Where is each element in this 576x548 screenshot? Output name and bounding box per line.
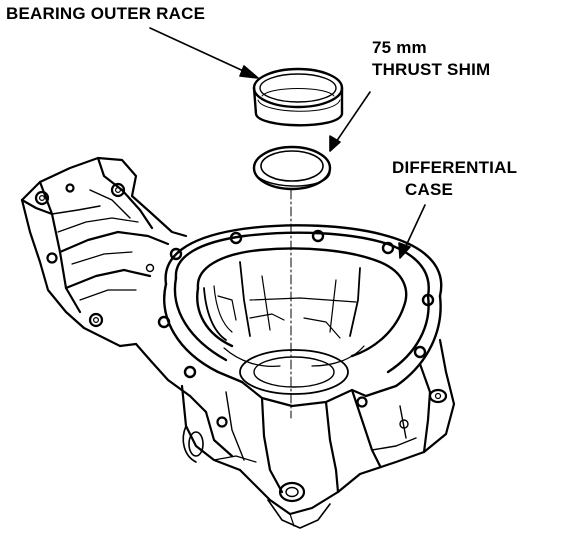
bearing-outer-race-label: BEARING OUTER RACE xyxy=(6,4,206,23)
thrust-shim-label: THRUST SHIM xyxy=(372,60,491,79)
case-left-arm xyxy=(20,156,188,348)
case-interior xyxy=(203,261,365,395)
thrust-shim-size-label: 75 mm xyxy=(372,38,427,57)
thrust-shim xyxy=(252,145,332,191)
case-lower-body xyxy=(134,338,456,529)
bearing-outer-race xyxy=(252,67,344,127)
case-flange xyxy=(145,224,443,398)
differential-case-label-line1: DIFFERENTIAL xyxy=(392,158,518,177)
differential-case-label-line2: CASE xyxy=(405,180,454,199)
leader-shim-arrow xyxy=(329,91,371,152)
leader-race-arrow xyxy=(149,27,259,79)
differential-case xyxy=(20,156,456,529)
